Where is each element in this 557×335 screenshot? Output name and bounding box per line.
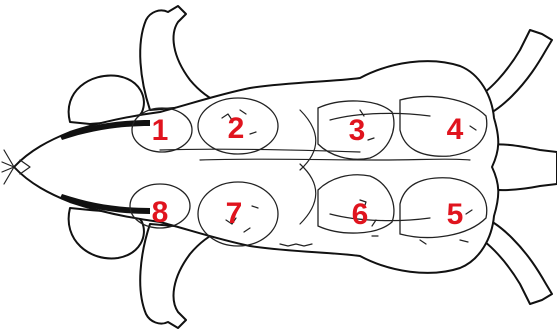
gland-label-7: 7 [226, 197, 243, 230]
lower-front-leg [140, 224, 222, 328]
gland-label-6: 6 [352, 198, 369, 231]
upper-front-leg [140, 6, 222, 110]
gland-label-2: 2 [228, 112, 245, 145]
gland-label-1: 1 [152, 114, 169, 147]
gland-label-8: 8 [152, 196, 169, 229]
gland-label-5: 5 [447, 198, 464, 231]
gland-label-4: 4 [447, 113, 464, 146]
gland-label-3: 3 [349, 114, 366, 147]
